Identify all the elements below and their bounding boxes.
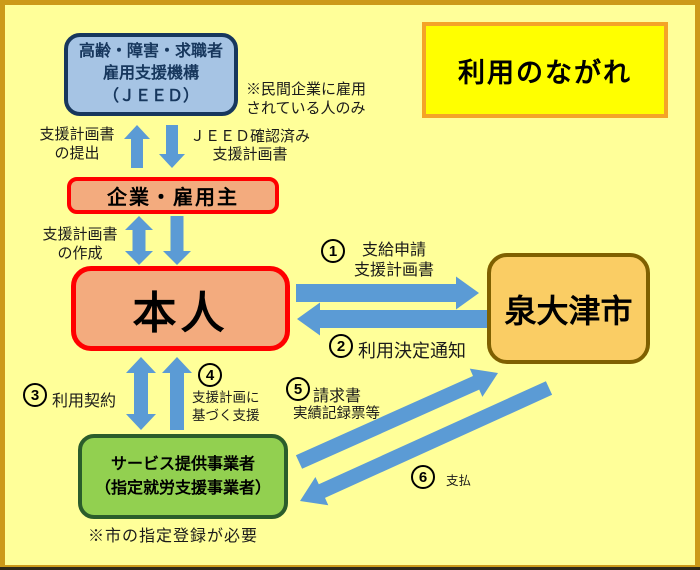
step6-label: 支払	[446, 474, 472, 488]
circled-number-4: 4	[198, 363, 222, 387]
step5-line1: 請求書	[313, 388, 362, 405]
city-box: 泉大津市	[487, 253, 650, 364]
circled-number-3: 3	[23, 383, 47, 407]
jeed-note-line1: ※民間企業に雇用	[246, 82, 367, 98]
arrow-employer-person-down	[163, 216, 191, 265]
arrow-employer-person-both	[125, 216, 153, 265]
step1-line1: 支給申請	[361, 242, 426, 259]
step3-label: 利用契約	[52, 393, 117, 410]
provider-label-line2: （指定就労支援事業者）	[94, 479, 271, 497]
arrow-plan-submit-up	[124, 125, 150, 168]
jeed-box: 高齢・障害・求職者 雇用支援機構 （ＪＥＥＤ）	[64, 33, 238, 116]
provider-note: ※市の指定登録が必要	[88, 528, 259, 545]
edge-label-jeed-confirmed-plan: ＪＥＥＤ確認済み 支援計画書	[186, 128, 314, 164]
person-box: 本人	[71, 266, 290, 351]
circled-number-5: 5	[286, 377, 310, 401]
provider-box: サービス提供事業者 （指定就労支援事業者）	[78, 434, 288, 519]
create-line1: 支援計画書	[42, 227, 118, 243]
edge-label-plan-submission: 支援計画書 の提出	[33, 126, 121, 164]
step2-label: 利用決定通知	[358, 341, 466, 361]
arrow-provider-person-up	[162, 357, 192, 430]
submit-line2: の提出	[54, 146, 100, 162]
city-label: 泉大津市	[504, 292, 633, 329]
step1-label: 支給申請 支援計画書	[350, 241, 438, 281]
arrow-city-provider-down	[300, 381, 553, 506]
step4-line1: 支援計画に	[192, 390, 260, 405]
circled-number-6: 6	[411, 465, 435, 489]
arrow-confirmed-plan-down	[159, 125, 185, 168]
arrow-person-provider-both	[126, 357, 156, 430]
step1-line2: 支援計画書	[353, 262, 434, 279]
edge-label-plan-creation: 支援計画書 の作成	[36, 226, 124, 264]
step4-label: 支援計画に 基づく支援	[192, 389, 260, 424]
arrow-city-person-left	[297, 302, 487, 336]
arrow-person-city-right	[296, 276, 479, 310]
jeed-label-line3: （ＪＥＥＤ）	[102, 87, 199, 105]
confirmed-line2: 支援計画書	[212, 147, 288, 163]
employer-box: 企業・雇用主	[67, 177, 279, 214]
person-label: 本人	[132, 288, 229, 338]
employer-label: 企業・雇用主	[107, 187, 239, 209]
create-line2: の作成	[57, 246, 103, 262]
jeed-label-line1: 高齢・障害・求職者	[78, 42, 223, 60]
submit-line1: 支援計画書	[39, 127, 115, 143]
circled-number-1: 1	[321, 239, 345, 263]
jeed-note-line2: されている人のみ	[246, 101, 366, 117]
provider-label-line1: サービス提供事業者	[110, 455, 255, 473]
page-title: 利用のながれ	[458, 57, 632, 88]
title-box: 利用のながれ	[422, 22, 668, 118]
confirmed-line1: ＪＥＥＤ確認済み	[189, 129, 310, 145]
jeed-label-line2: 雇用支援機構	[102, 65, 199, 83]
circled-number-2: 2	[329, 334, 353, 358]
arrow-provider-city-up	[295, 368, 498, 469]
step5-line2: 実績記録票等	[293, 406, 380, 422]
step4-line2: 基づく支援	[192, 407, 260, 423]
jeed-note: ※民間企業に雇用 されている人のみ	[246, 81, 366, 119]
